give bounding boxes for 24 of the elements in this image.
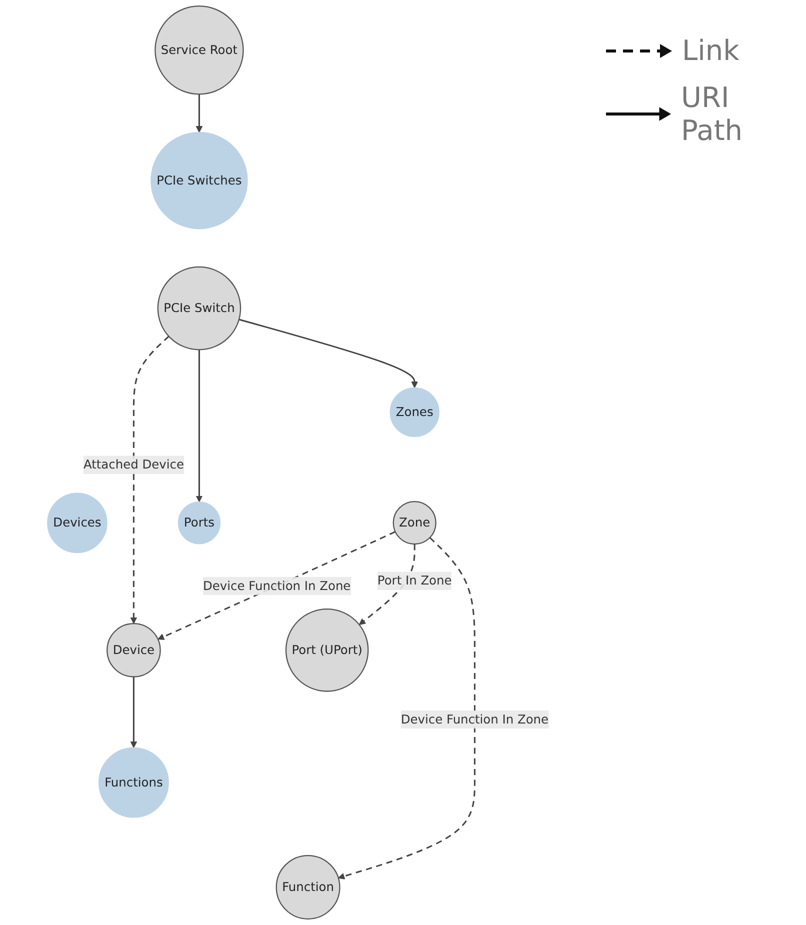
node-circle: PCIe Switches (150, 132, 248, 230)
node-circle: PCIe Switch (157, 266, 242, 350)
node-circle: Functions (98, 747, 169, 818)
node-circle: Device (106, 623, 161, 678)
node-circle: Ports (178, 501, 221, 544)
arrow (238, 318, 418, 388)
edge-label: Attached Device (83, 457, 184, 472)
node-circle: Service Root (154, 6, 244, 95)
node-circle: Devices (47, 492, 108, 554)
arrow (196, 94, 203, 133)
edge-label: Device Function In Zone (202, 578, 351, 593)
node-circle: Function (276, 854, 340, 920)
arrow (130, 336, 170, 624)
node-circle: Zone (392, 501, 436, 545)
arrow (338, 537, 476, 880)
edge-label: Device Function In Zone (400, 712, 549, 726)
arrow (158, 531, 396, 640)
edge-label: Port In Zone (377, 573, 452, 588)
legend-label: Link (682, 34, 740, 67)
node-circle: Zones (390, 387, 440, 438)
arrow (130, 676, 138, 748)
arrow (196, 350, 203, 502)
node-circle: Port (UPort) (285, 608, 369, 692)
legend-label: URI Path (681, 81, 744, 147)
